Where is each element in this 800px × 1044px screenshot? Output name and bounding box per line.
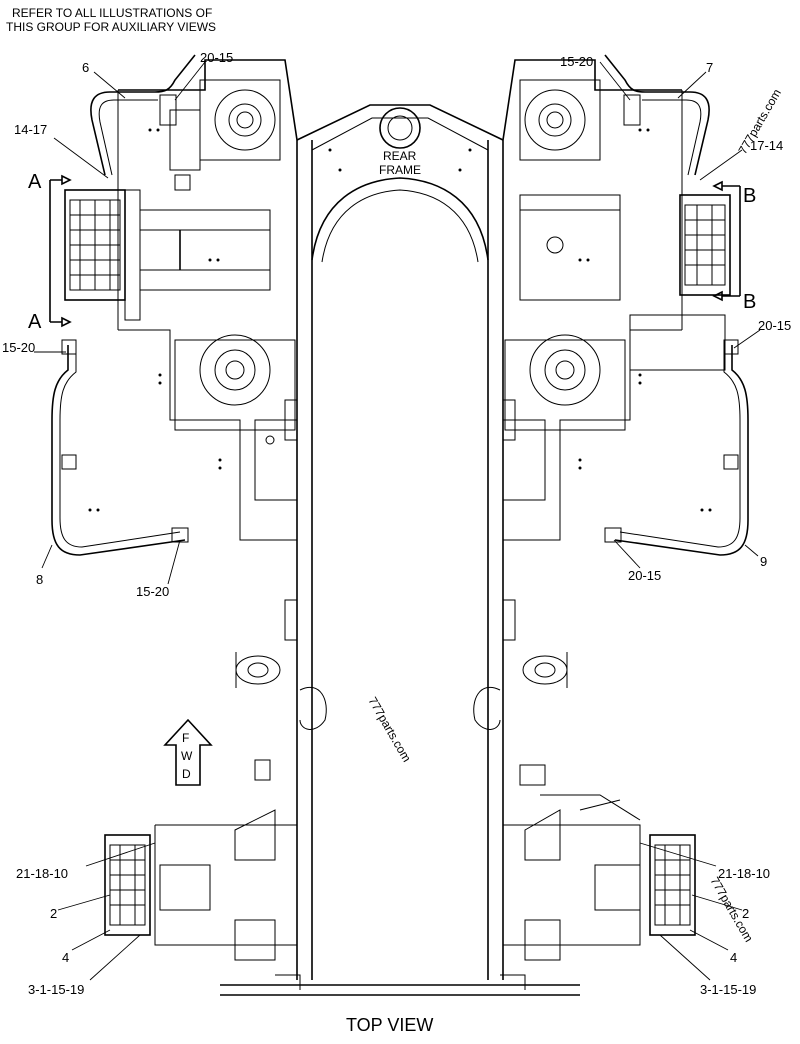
callout-leaders: [34, 61, 761, 981]
fwd-letter-f: F: [182, 731, 189, 745]
rear-frame-outline: [154, 104, 641, 996]
header-note-line2: THIS GROUP FOR AUXILIARY VIEWS: [6, 20, 216, 34]
callout-15-20-bottom-left: 15-20: [136, 584, 169, 599]
left-upper-platform: [117, 59, 298, 541]
section-b-top-label: B: [743, 185, 756, 207]
fwd-letter-w: W: [181, 749, 193, 763]
callout-2-left: 2: [50, 906, 57, 921]
callout-20-15-top-left: 20-15: [200, 50, 233, 65]
callout-21-18-10-right: 21-18-10: [718, 866, 770, 881]
section-b-marker: B B: [712, 180, 756, 313]
callout-3-1-15-19-left: 3-1-15-19: [28, 982, 84, 997]
callout-9: 9: [760, 554, 767, 569]
callout-4-left: 4: [62, 950, 69, 965]
left-lower-filter: [104, 834, 151, 936]
callout-7: 7: [706, 60, 713, 75]
right-upper-platform: [502, 59, 726, 541]
rear-frame-label-line2: FRAME: [379, 163, 421, 177]
section-a-marker: A A: [28, 171, 72, 333]
rear-frame-label-line1: REAR: [383, 149, 417, 163]
fwd-letter-d: D: [182, 767, 191, 781]
section-a-bottom-label: A: [28, 311, 42, 333]
callout-8: 8: [36, 572, 43, 587]
callout-2-right: 2: [742, 906, 749, 921]
handrail-9: [614, 345, 749, 556]
section-b-bottom-label: B: [743, 291, 756, 313]
right-lower-filter: [649, 834, 696, 936]
callout-3-1-15-19-right: 3-1-15-19: [700, 982, 756, 997]
section-a-top-label: A: [28, 171, 42, 193]
bolt-holes: [88, 128, 712, 512]
callout-20-15-right: 20-15: [758, 318, 791, 333]
callout-17-14: 17-14: [750, 138, 783, 153]
callout-4-right: 4: [730, 950, 737, 965]
handrail-8: [51, 345, 186, 556]
header-note-line1: REFER TO ALL ILLUSTRATIONS OF: [12, 6, 212, 20]
handrail-6: [90, 54, 196, 176]
watermark-center: 777parts.com: [365, 695, 413, 765]
callout-20-15-bottom-right: 20-15: [628, 568, 661, 583]
callout-6: 6: [82, 60, 89, 75]
handrail-7: [604, 54, 710, 176]
forward-arrow-icon: F W D: [163, 718, 213, 786]
view-title: TOP VIEW: [346, 1015, 433, 1035]
callout-15-20-top-right: 15-20: [560, 54, 593, 69]
callout-14-17: 14-17: [14, 122, 47, 137]
callout-15-20-left: 15-20: [2, 340, 35, 355]
right-filter-b: [679, 194, 731, 296]
callout-21-18-10-left: 21-18-10: [16, 866, 68, 881]
left-filter-a: [64, 189, 141, 321]
